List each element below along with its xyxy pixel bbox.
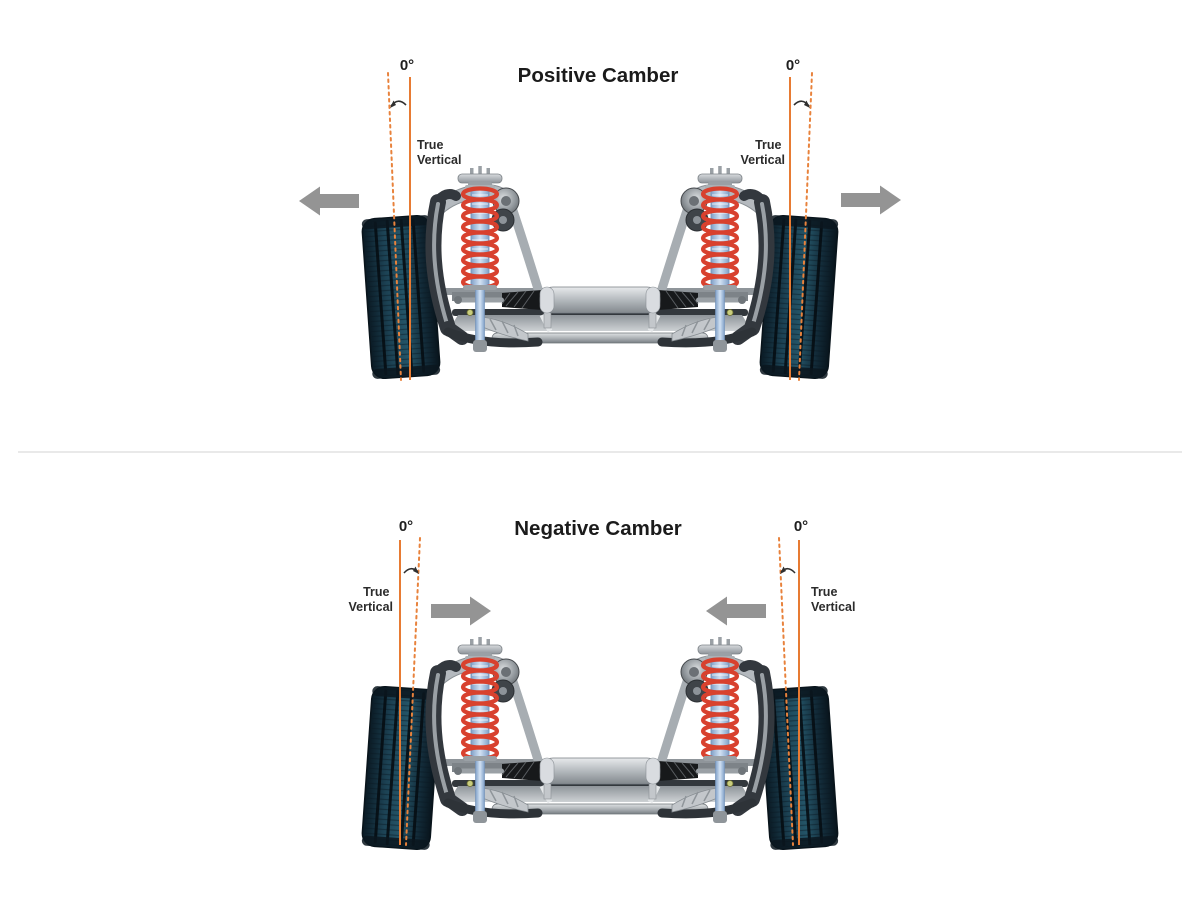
true-vertical-label: True Vertical bbox=[349, 585, 393, 614]
panel-negative-camber: Negative Camber 0° True Vertical bbox=[349, 517, 855, 851]
angle-arc-arrowhead bbox=[390, 100, 396, 108]
angle-arc-arrowhead bbox=[804, 100, 810, 108]
camber-angle-label: 0° bbox=[794, 518, 808, 535]
true-vertical-label: True Vertical bbox=[417, 138, 461, 167]
true-vertical-label: True Vertical bbox=[741, 138, 785, 167]
camber-angle-line bbox=[387, 72, 402, 381]
panel-title: Positive Camber bbox=[518, 64, 679, 87]
left-camber-gauge: 0° True Vertical bbox=[349, 518, 421, 846]
left-camber-gauge: 0° True Vertical bbox=[387, 57, 461, 381]
camber-angle-label: 0° bbox=[400, 57, 414, 74]
panel-title: Negative Camber bbox=[514, 517, 682, 540]
camber-angle-label: 0° bbox=[399, 518, 413, 535]
true-vertical-label: True Vertical bbox=[811, 585, 855, 614]
camber-angle-line bbox=[405, 537, 421, 846]
angle-arc-arrowhead bbox=[780, 566, 786, 574]
right-camber-gauge: 0° True Vertical bbox=[741, 57, 813, 381]
camber-angle-label: 0° bbox=[786, 57, 800, 74]
panel-positive-camber: Positive Camber 0° True Vertical bbox=[299, 57, 901, 381]
right-camber-gauge: 0° True Vertical bbox=[778, 518, 855, 846]
angle-arc-arrowhead bbox=[413, 566, 419, 574]
camber-angle-line bbox=[778, 537, 794, 846]
camber-angle-line bbox=[798, 72, 813, 381]
